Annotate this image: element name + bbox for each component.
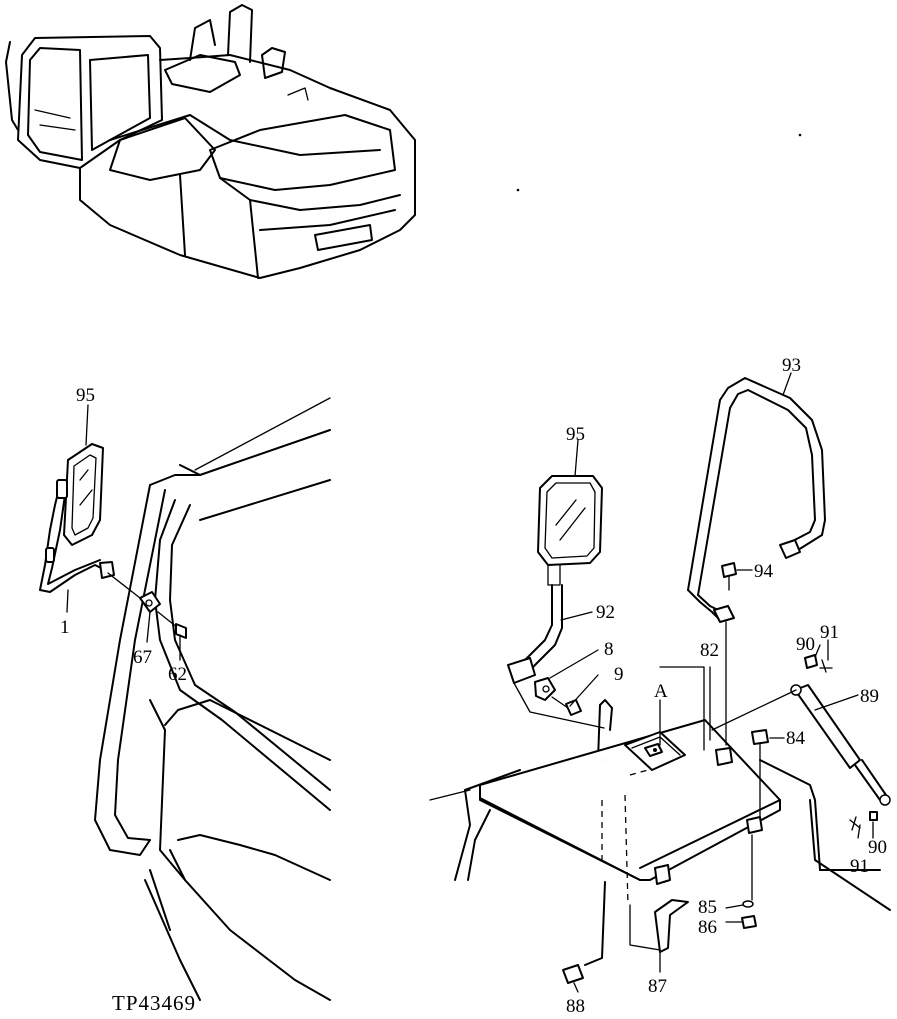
excavator-overview bbox=[5, 4, 416, 279]
callout-labels: 95 1 67 62 95 93 94 92 8 9 82 A 84 90 91… bbox=[60, 355, 887, 1017]
callout-bumper: 88 bbox=[566, 996, 585, 1017]
cover-assembly bbox=[429, 699, 891, 911]
callout-stopper: 87 bbox=[648, 976, 667, 997]
cab-frame-left bbox=[94, 397, 331, 1001]
callout-gas-spring: 89 bbox=[860, 686, 879, 707]
detail-marker-a: A bbox=[654, 681, 668, 702]
callout-clamp-right: 8 bbox=[604, 639, 614, 660]
reference-code: TP43469 bbox=[112, 991, 196, 1015]
callout-mirror-left: 95 bbox=[76, 385, 95, 406]
callout-bolt-left: 62 bbox=[168, 664, 187, 685]
callout-clip-bottom: 91 bbox=[850, 856, 869, 877]
callout-cover: 82 bbox=[700, 640, 719, 661]
callout-nut-lower: 86 bbox=[698, 917, 717, 938]
callout-washer-top: 90 bbox=[796, 634, 815, 655]
callout-washer-bottom: 90 bbox=[868, 837, 887, 858]
callout-arm-right: 92 bbox=[596, 602, 615, 623]
callout-bolt-cover: 84 bbox=[786, 728, 806, 749]
handrail bbox=[687, 377, 826, 746]
callout-bracket-left: 67 bbox=[133, 647, 152, 668]
callout-washer-lower: 85 bbox=[698, 897, 717, 918]
callout-mirror-right: 95 bbox=[566, 424, 585, 445]
bolt-94 bbox=[721, 562, 737, 591]
leader-lines bbox=[66, 372, 874, 973]
callout-arm-left: 1 bbox=[60, 617, 70, 638]
mirror-left bbox=[39, 443, 187, 639]
callout-bolt-right: 9 bbox=[614, 664, 624, 685]
bumper bbox=[562, 881, 606, 993]
mirror-arm-right bbox=[507, 584, 605, 729]
callout-handrail: 93 bbox=[782, 355, 801, 376]
callout-handrail-bolt: 94 bbox=[754, 561, 774, 582]
mirror-right bbox=[537, 475, 603, 586]
gas-spring bbox=[711, 684, 891, 806]
small-hardware bbox=[741, 654, 878, 929]
callout-clip-top: 91 bbox=[820, 622, 839, 643]
